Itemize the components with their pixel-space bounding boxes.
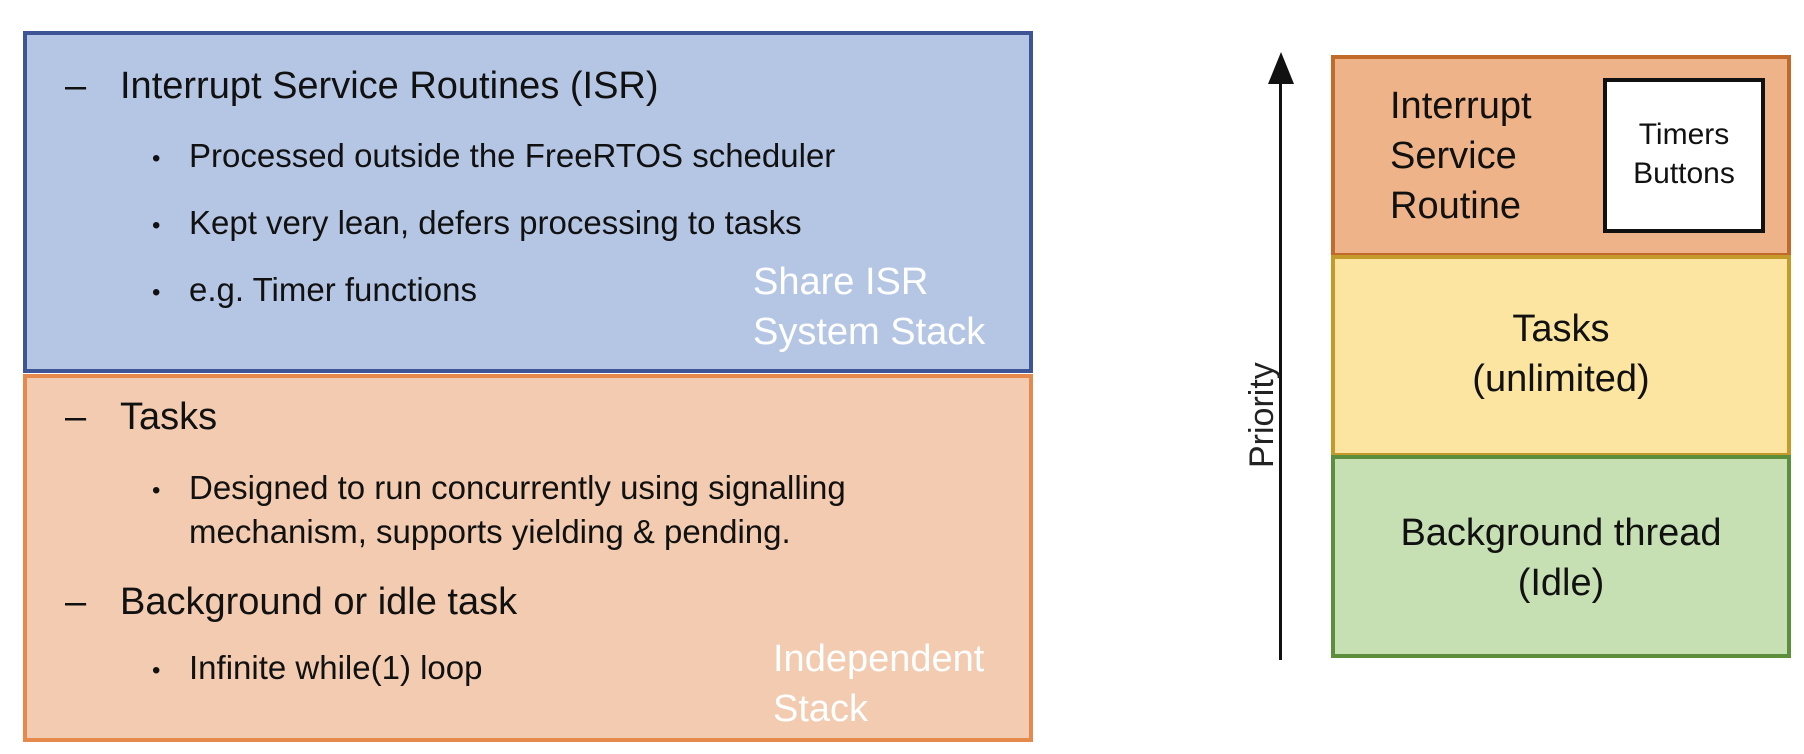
idle-block-line1: Background thread [1400,512,1722,554]
bullet-glyph: • [152,657,161,684]
bullet-glyph: • [152,212,161,239]
idle-block-line2: (Idle) [1517,562,1605,604]
isr-heading: Interrupt Service Routines (ISR) [120,65,659,107]
isr-stack-label-line1: Share ISR [753,261,929,303]
tasks-bullet-1-cont: mechanism, supports yielding & pending. [189,513,791,550]
tasks-dash: – [65,396,87,438]
isr-dash: – [65,65,87,107]
tasks-priority-block: Tasks (unlimited) [1331,255,1791,457]
buttons-label: Buttons [1633,157,1735,190]
isr-bullet-2: Kept very lean, defers processing to tas… [189,204,802,241]
timers-buttons-box: Timers Buttons [1603,78,1765,233]
isr-block-line1: Interrupt [1390,85,1532,127]
isr-bullet-1: Processed outside the FreeRTOS scheduler [189,137,836,174]
isr-panel: – Interrupt Service Routines (ISR) • Pro… [23,31,1033,373]
tasks-bullet-1: Designed to run concurrently using signa… [189,469,846,506]
tasks-heading: Tasks [120,396,218,438]
idle-bullet-1: Infinite while(1) loop [189,649,483,686]
idle-priority-block: Background thread (Idle) [1331,455,1791,658]
isr-stack-label-line2: System Stack [753,311,986,353]
isr-bullet-3: e.g. Timer functions [189,271,477,308]
bullet-glyph: • [152,145,161,172]
tasks-panel: – Tasks • Designed to run concurrently u… [23,374,1033,742]
priority-axis-line [1279,78,1282,660]
arrow-up-icon [1268,52,1294,84]
bullet-glyph: • [152,477,161,504]
idle-stack-label-line2: Stack [773,688,869,730]
tasks-block-line2: (unlimited) [1472,358,1650,400]
idle-dash: – [65,581,87,623]
idle-heading: Background or idle task [120,581,518,623]
isr-block-line2: Service [1390,135,1517,177]
tasks-block-line1: Tasks [1512,308,1610,350]
priority-axis-label: Priority [1243,362,1281,468]
idle-stack-label-line1: Independent [773,638,985,680]
bullet-glyph: • [152,279,161,306]
timers-label: Timers [1638,118,1730,151]
isr-block-line3: Routine [1390,185,1521,227]
